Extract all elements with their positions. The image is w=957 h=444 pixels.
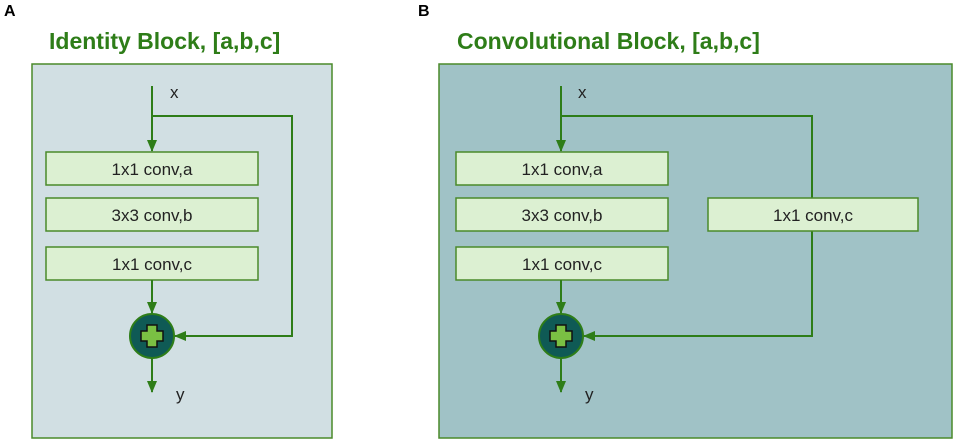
panel-a-title: Identity Block, [a,b,c] [49, 28, 281, 54]
panel-a-conv-b-label: 3x3 conv,b [112, 206, 193, 225]
panel-a: x 1x1 conv,a 3x3 conv,b 1x1 conv,c y [31, 63, 333, 439]
panel-b-title: Convolutional Block, [a,b,c] [457, 28, 760, 54]
panel-b-letter: B [418, 3, 430, 20]
panel-a-input-label: x [170, 83, 179, 102]
panel-b-input-label: x [578, 83, 587, 102]
panel-b-conv-c-box [455, 246, 669, 281]
panel-b: x 1x1 conv,a 3x3 conv,b 1x1 conv,c 1x1 c… [438, 63, 953, 439]
panel-a-conv-a-box [45, 151, 259, 186]
panel-b-conv-a-box [455, 151, 669, 186]
panel-b-conv-b-label: 3x3 conv,b [522, 206, 603, 225]
panel-b-shortcut-conv-box [707, 197, 919, 232]
panel-b-adder-plus-circle-icon [538, 313, 584, 359]
panel-a-adder-plus-circle-icon [129, 313, 175, 359]
panel-a-conv-a-label: 1x1 conv,a [112, 160, 194, 179]
panel-b-conv-c-label: 1x1 conv,c [522, 255, 603, 274]
panel-b-output-label: y [585, 385, 594, 404]
panel-b-shortcut-in-line [561, 115, 813, 198]
panel-a-skip-connection [152, 115, 293, 341]
panel-a-output-label: y [176, 385, 185, 404]
panel-b-conv-a-label: 1x1 conv,a [522, 160, 604, 179]
panel-a-conv-c-label: 1x1 conv,c [112, 255, 193, 274]
panel-a-letter: A [4, 3, 16, 20]
panel-a-conv-c-box [45, 246, 259, 281]
panel-b-conv-b-box [455, 197, 669, 232]
panel-b-shortcut-conv-label: 1x1 conv,c [773, 206, 854, 225]
panel-b-shortcut-out-arrow [583, 231, 813, 341]
panel-a-conv-b-box [45, 197, 259, 232]
